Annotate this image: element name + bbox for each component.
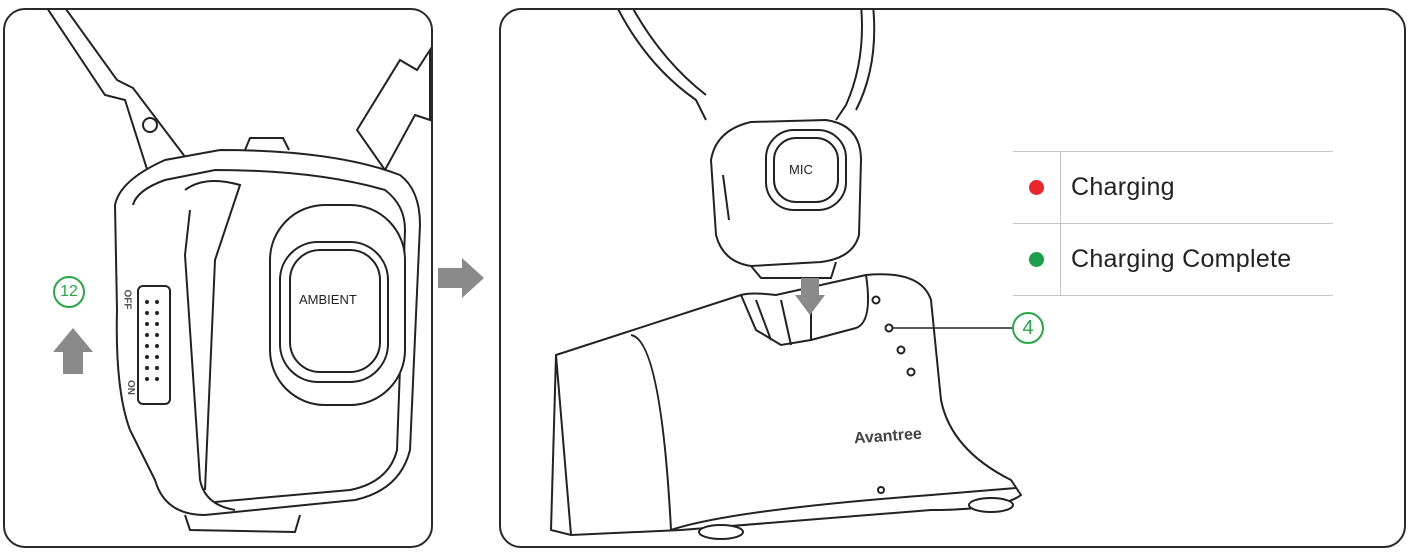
headset-side-illustration [47, 10, 431, 534]
legend-row-charging: Charging [1013, 151, 1333, 223]
switch-off-label: OFF [121, 289, 133, 310]
right-arrow-icon [438, 258, 484, 298]
left-panel: AMBIENT OFF ON [3, 8, 433, 548]
mic-button-label: MIC [789, 162, 813, 177]
up-arrow-icon [53, 328, 93, 374]
legend-label: Charging Complete [1071, 245, 1292, 273]
legend-row-charging-complete: Charging Complete [1013, 223, 1333, 296]
switch-on-label: ON [125, 380, 136, 395]
red-led-icon [1029, 180, 1044, 195]
headset-dock-illustration [549, 10, 1023, 540]
legend-label: Charging [1071, 173, 1175, 201]
ambient-button-label: AMBIENT [299, 292, 357, 307]
green-led-icon [1029, 252, 1044, 267]
callout-4: 4 [1012, 312, 1044, 344]
right-panel: MIC Avantree [499, 8, 1406, 548]
down-arrow-icon [795, 278, 825, 315]
callout-12: 12 [53, 276, 85, 308]
led-legend-table: Charging Charging Complete [1013, 151, 1333, 296]
